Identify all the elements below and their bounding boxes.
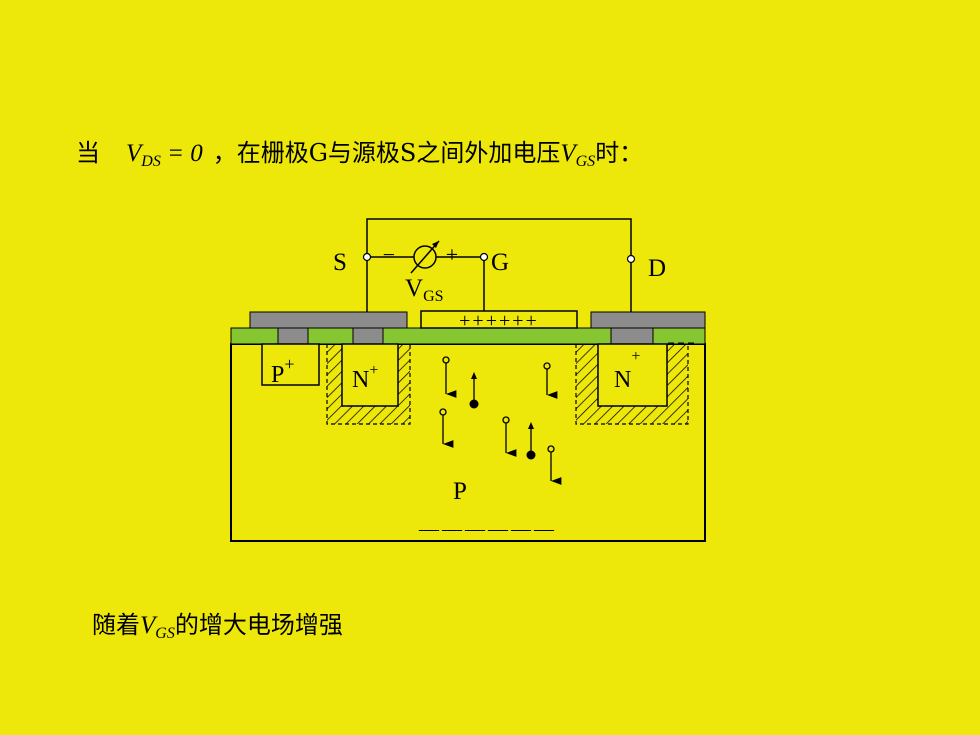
- hole-carriers: [439, 356, 562, 485]
- vgs-subscript: GS: [575, 153, 596, 170]
- p-plus-label: P+: [271, 354, 295, 388]
- n-plus-right-superscript: +: [631, 348, 640, 365]
- gate-positive-charges: ++++++: [459, 310, 539, 332]
- electron-carrier: [526, 422, 536, 460]
- intro-comma: ，: [212, 139, 237, 167]
- source-label: S: [333, 249, 347, 276]
- conclusion-suffix: 的增大电场增强: [174, 611, 343, 639]
- contact-via-source: [352, 327, 384, 345]
- top-wire: [366, 218, 632, 255]
- substrate-label: P: [453, 478, 467, 505]
- supply-plus-sign: +: [446, 242, 458, 267]
- electron-carrier: [469, 372, 479, 409]
- vgs-diagram-label: VGS: [405, 275, 444, 305]
- electron-carriers: [469, 372, 536, 460]
- contact-via-drain: [610, 327, 654, 345]
- vds-symbol: V: [126, 140, 142, 167]
- intro-suffix: 时：: [595, 139, 644, 167]
- gate-label: G: [491, 249, 509, 276]
- n-plus-right-letter: N: [614, 367, 631, 393]
- contact-via-p-plus: [277, 327, 309, 345]
- drain-terminal: [626, 254, 636, 264]
- p-plus-letter: P: [271, 362, 284, 388]
- intro-prefix: 当: [76, 139, 100, 167]
- source-terminal: [362, 252, 372, 262]
- vgs-diagram-subscript: GS: [423, 288, 443, 305]
- n-plus-left-letter: N: [352, 367, 369, 393]
- source-metal: [249, 311, 408, 329]
- gate-terminal: [479, 252, 489, 262]
- substrate-negative-charges: ——————: [418, 518, 557, 540]
- conclusion-vgs-symbol: V: [140, 612, 156, 639]
- supply-minus-sign: −: [383, 242, 395, 267]
- hole-carrier: [543, 362, 558, 399]
- hole-carrier: [439, 408, 454, 448]
- conclusion-sentence: 随着VGS的增大电场增强: [92, 605, 343, 643]
- n-plus-right-region: [597, 343, 668, 407]
- p-plus-region: [261, 343, 320, 386]
- vgs-diagram-symbol: V: [405, 275, 423, 302]
- vgs-symbol: V: [560, 140, 576, 167]
- n-plus-right-label: N+: [614, 348, 640, 393]
- n-plus-left-label: N+: [352, 362, 378, 393]
- intro-text-mid: 在栅极G与源极S之间外加电压: [236, 139, 561, 167]
- conclusion-prefix: 随着: [92, 611, 140, 639]
- drain-metal: [590, 311, 706, 329]
- hole-carrier: [442, 356, 457, 398]
- hole-carrier: [502, 416, 517, 457]
- variable-arrowhead-icon: [432, 241, 439, 248]
- hole-carrier: [547, 445, 562, 485]
- gate-plate: [420, 310, 578, 329]
- p-plus-superscript: +: [284, 354, 294, 374]
- drain-label: D: [648, 255, 666, 282]
- vds-subscript: DS: [141, 153, 161, 170]
- vds-equals-zero: = 0: [160, 140, 203, 167]
- n-plus-left-superscript: +: [369, 362, 378, 379]
- conclusion-vgs-subscript: GS: [155, 625, 175, 642]
- n-plus-left-region: [341, 343, 399, 407]
